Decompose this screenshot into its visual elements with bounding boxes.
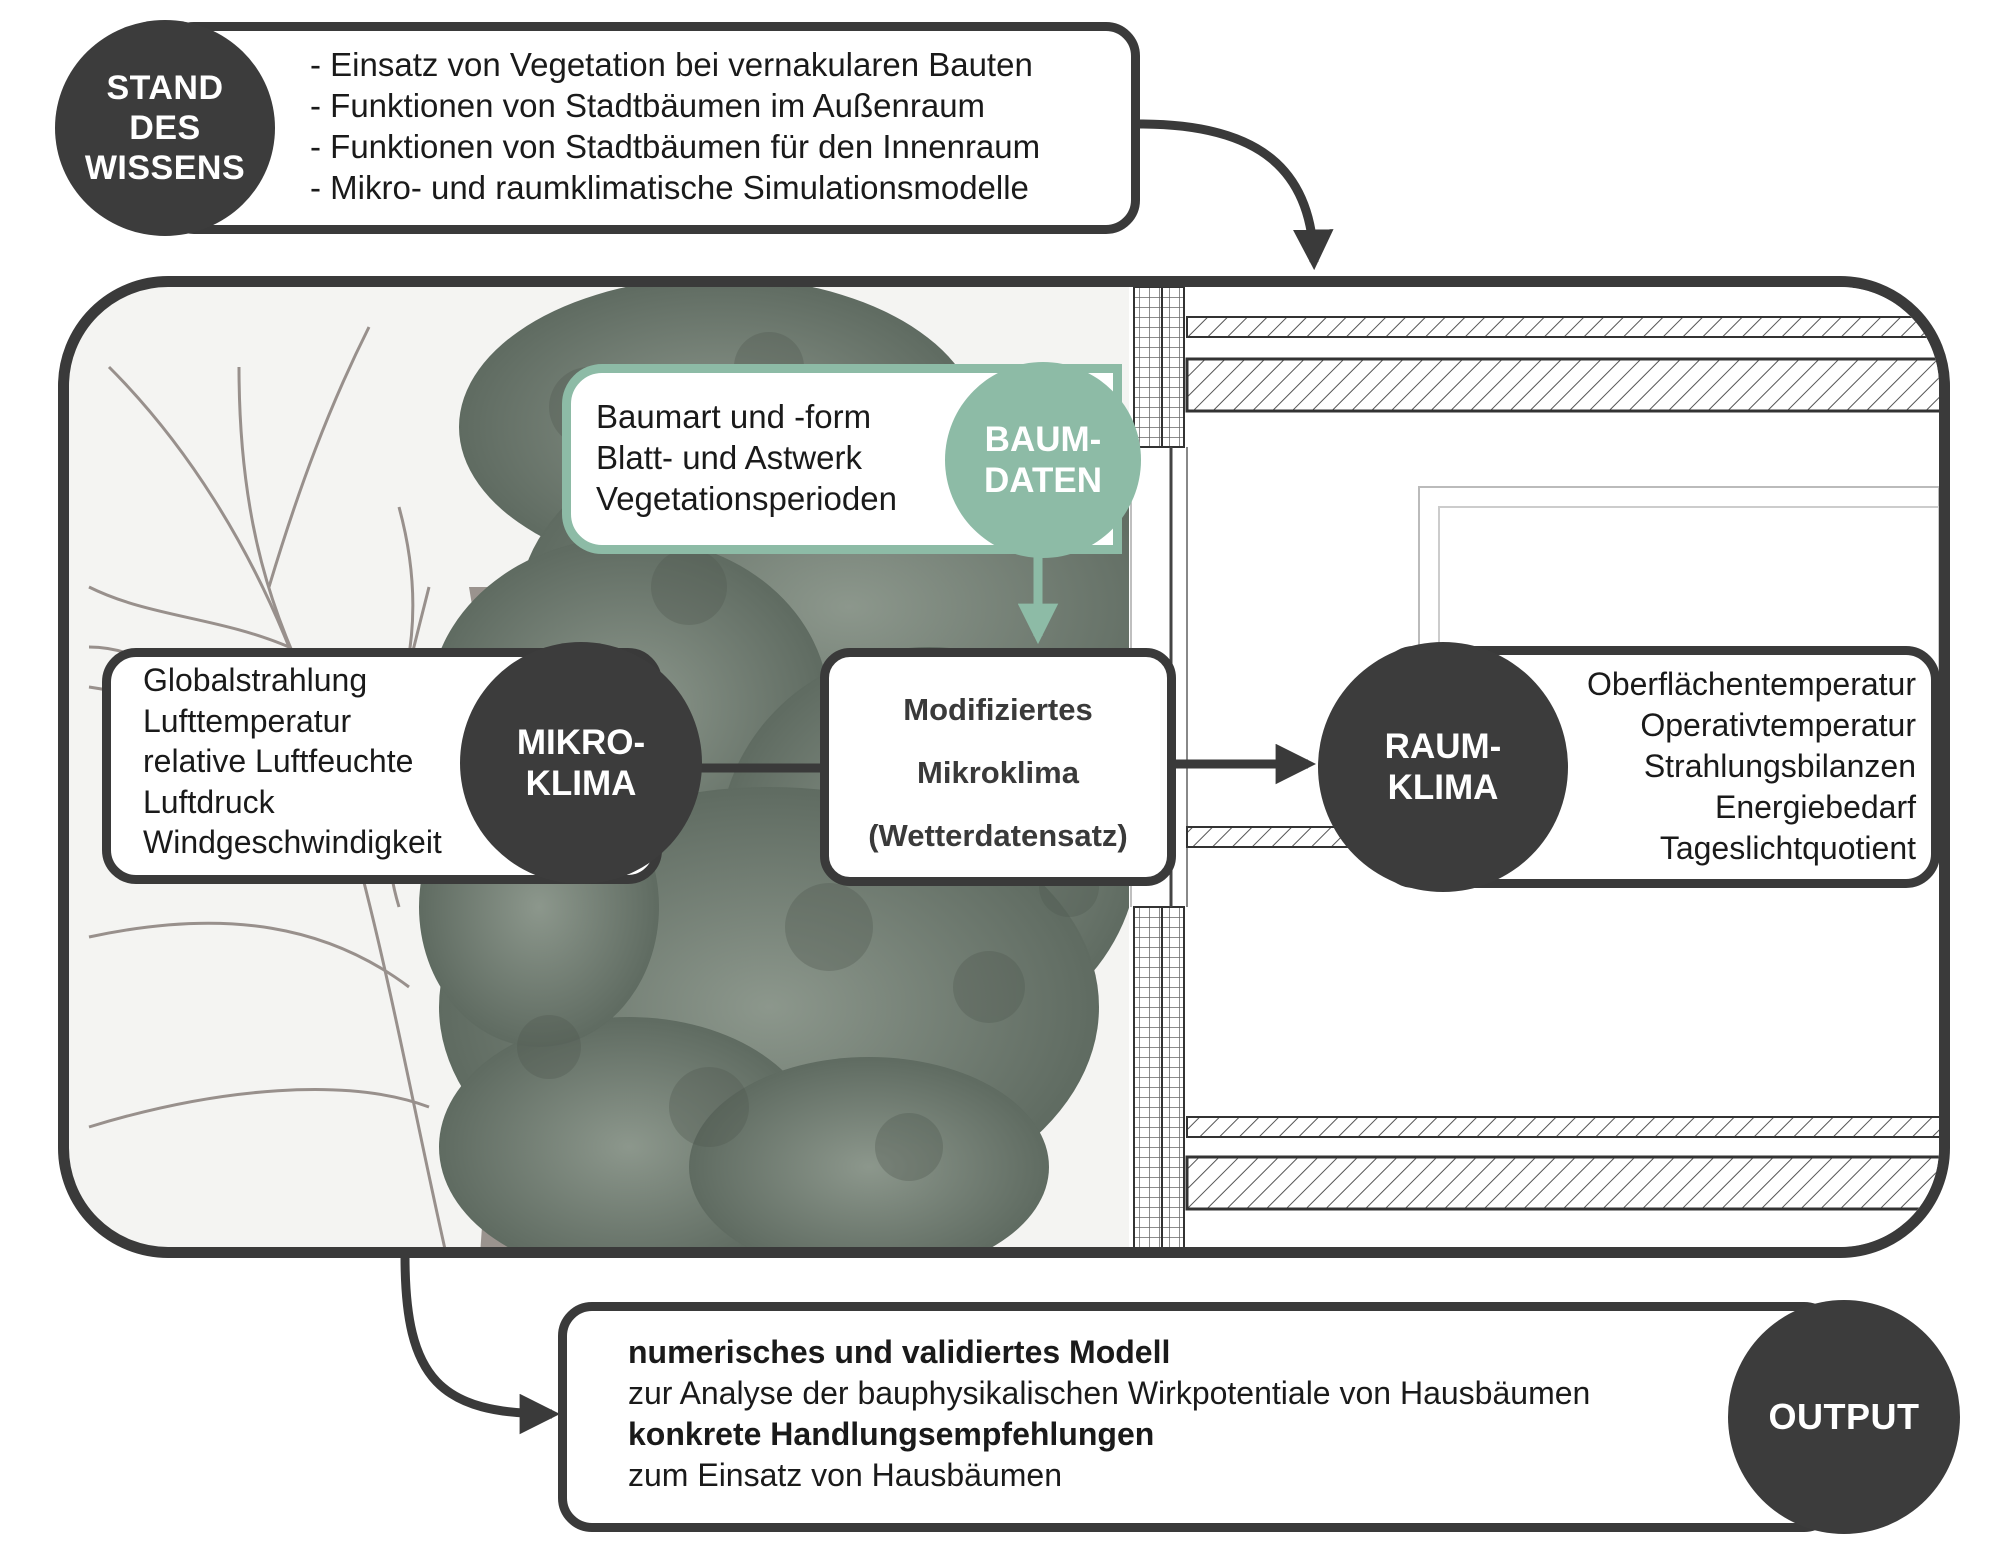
output-panel (558, 1302, 1838, 1532)
output-line: zum Einsatz von Hausbäumen (628, 1457, 1062, 1493)
stand-des-wissens-panel (160, 22, 1140, 234)
list-item: Operativtemperatur (1640, 707, 1916, 743)
list-item: Oberflächentemperatur (1586, 666, 1916, 702)
modifiziertes-mikroklima-box (820, 648, 1176, 886)
list-item: - Funktionen von Stadtbäumen für den Inn… (310, 128, 1041, 165)
raumklima-label: RAUM- KLIMA (1318, 642, 1568, 892)
output-list: numerisches und validiertes Modell zur A… (628, 1332, 1590, 1496)
arrow-stand-to-frame (1139, 119, 1334, 271)
output-line: numerisches und validiertes Modell (628, 1334, 1171, 1370)
modifiziertes-mikroklima-text: Modifiziertes Mikroklima (Wetterdatensat… (868, 692, 1128, 853)
output-line: zur Analyse der bauphysikalischen Wirkpo… (628, 1375, 1591, 1411)
list-item: Blatt- und Astwerk (596, 439, 862, 476)
list-item: Baumart und -form (596, 398, 872, 435)
stand-des-wissens-list: - Einsatz von Vegetation bei vernakulare… (310, 44, 1040, 208)
mikroklima-label: MIKRO- KLIMA (460, 642, 702, 884)
list-item: Vegetationsperioden (596, 480, 897, 517)
list-item: - Mikro- und raumklimatische Simulations… (310, 169, 1029, 206)
list-item: - Einsatz von Vegetation bei vernakulare… (310, 46, 1033, 83)
list-item: Luftdruck (143, 783, 275, 820)
list-item: Lufttemperatur (143, 702, 352, 739)
baumdaten-list: Baumart und -form Blatt- und Astwerk Veg… (596, 396, 897, 519)
list-item: Tageslichtquotient (1659, 830, 1916, 866)
output-label: OUTPUT (1728, 1300, 1960, 1534)
list-item: Strahlungsbilanzen (1643, 748, 1916, 784)
mikroklima-list: Globalstrahlung Lufttemperatur relative … (143, 660, 442, 863)
output-line: konkrete Handlungsempfehlungen (628, 1416, 1155, 1452)
list-item: Globalstrahlung (143, 662, 368, 698)
arrow-frame-to-output (400, 1255, 561, 1435)
list-item: relative Luftfeuchte (143, 743, 414, 779)
baumdaten-label: BAUM- DATEN (945, 362, 1141, 558)
list-item: - Funktionen von Stadtbäumen im Außenrau… (310, 87, 986, 124)
list-item: Windgeschwindigkeit (143, 824, 442, 860)
stand-des-wissens-label: STAND DES WISSENS (55, 20, 275, 236)
list-item: Energiebedarf (1714, 789, 1916, 825)
raumklima-list: Oberflächentemperatur Operativtemperatur… (1587, 664, 1916, 869)
